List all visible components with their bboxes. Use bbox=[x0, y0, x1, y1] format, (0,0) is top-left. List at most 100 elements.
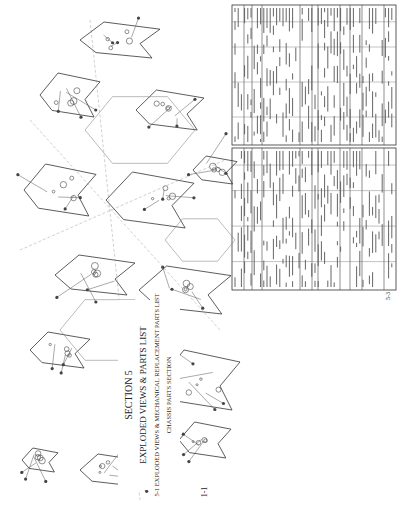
table-entry-text bbox=[343, 49, 344, 70]
table-entry-text bbox=[289, 231, 290, 235]
table-entry-text bbox=[356, 151, 357, 176]
table-border bbox=[232, 148, 396, 290]
table-entry-text bbox=[247, 126, 248, 142]
table-entry-text bbox=[289, 256, 290, 277]
table-entry-text bbox=[247, 34, 248, 43]
table-entry-text bbox=[292, 186, 293, 197]
table-row-rule bbox=[232, 190, 396, 191]
table-entry-text bbox=[311, 151, 312, 175]
screw-hole bbox=[109, 46, 113, 50]
table-entry-text bbox=[273, 47, 274, 53]
table-entry-text bbox=[324, 204, 325, 221]
table-row-rule bbox=[232, 21, 396, 22]
table-entry-text bbox=[369, 44, 370, 51]
table-entry-text bbox=[388, 151, 389, 166]
screw bbox=[145, 490, 148, 493]
leader-line bbox=[65, 195, 74, 209]
table-entry-text bbox=[267, 107, 268, 115]
table-entry-text bbox=[350, 133, 351, 142]
table-entry-text bbox=[244, 198, 245, 216]
screw-hole bbox=[126, 38, 132, 44]
table-entry-text bbox=[388, 81, 389, 85]
mechanical-part bbox=[179, 422, 231, 458]
table-entry-text bbox=[391, 263, 392, 267]
table-entry-text bbox=[334, 176, 335, 186]
table-entry-text bbox=[369, 276, 370, 285]
leader-line bbox=[192, 292, 203, 308]
table-entry-text bbox=[263, 98, 264, 122]
leader-line bbox=[66, 88, 81, 117]
screw-hole bbox=[216, 387, 221, 392]
table-entry-text bbox=[347, 66, 348, 77]
table-entry-text bbox=[347, 151, 348, 170]
table-entry-text bbox=[283, 8, 284, 26]
table-entry-text bbox=[379, 130, 380, 142]
table-entry-text bbox=[372, 231, 373, 253]
mechanical-part bbox=[40, 73, 100, 117]
table-entry-text bbox=[235, 8, 236, 12]
table-entry-text bbox=[385, 38, 386, 58]
table-column-rule bbox=[244, 5, 245, 145]
table-entry-text bbox=[247, 151, 248, 171]
screw-hole bbox=[154, 101, 159, 106]
table-entry-text bbox=[353, 65, 354, 69]
table-entry-text bbox=[286, 8, 287, 22]
table-entry-text bbox=[273, 239, 274, 259]
leader-line bbox=[144, 200, 159, 209]
table-entry-text bbox=[337, 194, 338, 217]
table-entry-text bbox=[279, 151, 280, 170]
table-entry-text bbox=[302, 195, 303, 218]
table-entry-text bbox=[251, 231, 252, 253]
table-entry-text bbox=[286, 135, 287, 142]
screw bbox=[191, 362, 194, 365]
screw bbox=[94, 108, 97, 111]
table-entry-text bbox=[257, 207, 258, 224]
table-entry-text bbox=[311, 122, 312, 142]
table-entry-text bbox=[244, 172, 245, 179]
table-column-rule bbox=[312, 5, 313, 145]
table-entry-text bbox=[382, 103, 383, 126]
table-entry-text bbox=[366, 87, 367, 107]
table-entry-text bbox=[318, 8, 319, 25]
table-entry-text bbox=[382, 137, 383, 142]
screw bbox=[175, 124, 178, 127]
table-entry-text bbox=[289, 207, 290, 219]
screw bbox=[161, 198, 164, 201]
title-ground bbox=[118, 300, 180, 490]
table-entry-text bbox=[247, 217, 248, 221]
table-entry-text bbox=[263, 165, 264, 175]
table-entry-text bbox=[391, 87, 392, 109]
table-column-rule bbox=[384, 5, 385, 145]
table-column-rule bbox=[350, 148, 351, 290]
table-column-rule bbox=[362, 5, 363, 145]
screw bbox=[193, 98, 196, 101]
table-entry-text bbox=[244, 65, 245, 77]
table-entry-text bbox=[379, 232, 380, 240]
table-entry-text bbox=[305, 260, 306, 270]
table-entry-text bbox=[315, 229, 316, 251]
screw bbox=[79, 196, 82, 199]
table-entry-text bbox=[299, 151, 300, 156]
table-entry-text bbox=[308, 151, 309, 158]
table-entry-text bbox=[356, 56, 357, 77]
table-entry-text bbox=[391, 114, 392, 128]
table-entry-text bbox=[334, 39, 335, 55]
table-entry-text bbox=[327, 47, 328, 69]
table-entry-text bbox=[235, 277, 236, 287]
leader-line bbox=[215, 166, 226, 173]
table-entry-text bbox=[366, 111, 367, 118]
table-entry-text bbox=[369, 170, 370, 177]
table-entry-text bbox=[388, 31, 389, 42]
table-row-rule bbox=[232, 165, 396, 166]
section-heading: SECTION 5 bbox=[124, 370, 134, 420]
table-entry-text bbox=[327, 186, 328, 204]
table-entry-text bbox=[267, 68, 268, 86]
table-entry-text bbox=[327, 281, 328, 287]
table-entry-text bbox=[337, 241, 338, 245]
table-entry-text bbox=[283, 151, 284, 170]
leader-line bbox=[63, 348, 71, 365]
table-entry-text bbox=[369, 132, 370, 142]
screw-hole bbox=[39, 457, 46, 464]
screw bbox=[170, 288, 173, 291]
table-entry-text bbox=[247, 94, 248, 109]
